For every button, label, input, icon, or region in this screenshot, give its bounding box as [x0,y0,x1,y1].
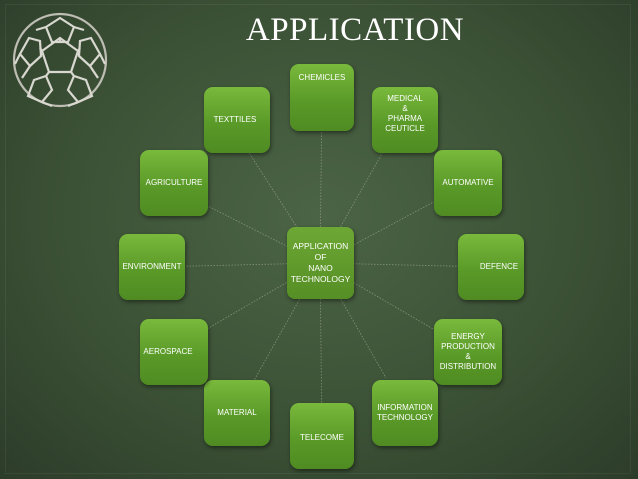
node-medical: MEDICAL & PHARMA CEUTICLE [372,87,438,153]
center-label: APPLICATION OF NANO TECHNOLOGY [290,241,351,284]
slide-frame [5,4,631,474]
slide-title: APPLICATION [245,12,465,48]
node-label: INFORMATION TECHNOLOGY [376,403,433,422]
node-telecome: TELECOME [290,403,354,469]
connector-material [251,262,321,385]
node-label: TELECOME [299,433,344,442]
node-material: MATERIAL [204,380,270,446]
node-texttiles: TEXTTILES [204,87,270,153]
node-label: TEXTTILES [213,115,257,124]
node-defence: DEFENCE [458,234,524,300]
node-label: DEFENCE [479,262,519,271]
node-aerospace: AEROSPACE [140,319,208,385]
node-label: MEDICAL & PHARMA CEUTICLE [385,94,425,133]
connector-automative [319,197,442,264]
node-label: AEROSPACE [143,347,193,356]
fullerene-icon [12,12,108,108]
node-energy: ENERGY PRODUCTION & DISTRIBUTION [434,319,502,385]
node-label: AGRICULTURE [145,178,203,187]
node-label: ENVIRONMENT [122,262,182,271]
connector-texttiles [243,144,321,264]
node-label: MATERIAL [217,408,257,417]
node-chemicles: CHEMICLES [290,64,354,131]
node-label: AUTOMATIVE [442,178,494,187]
node-label: CHEMICLES [298,72,346,82]
node-label: ENERGY PRODUCTION & DISTRIBUTION [439,332,497,371]
center-node: APPLICATION OF NANO TECHNOLOGY [287,227,354,299]
node-information: INFORMATION TECHNOLOGY [372,380,438,446]
node-environment: ENVIRONMENT [119,234,185,300]
node-agriculture: AGRICULTURE [140,150,208,216]
node-automative: AUTOMATIVE [434,150,502,216]
